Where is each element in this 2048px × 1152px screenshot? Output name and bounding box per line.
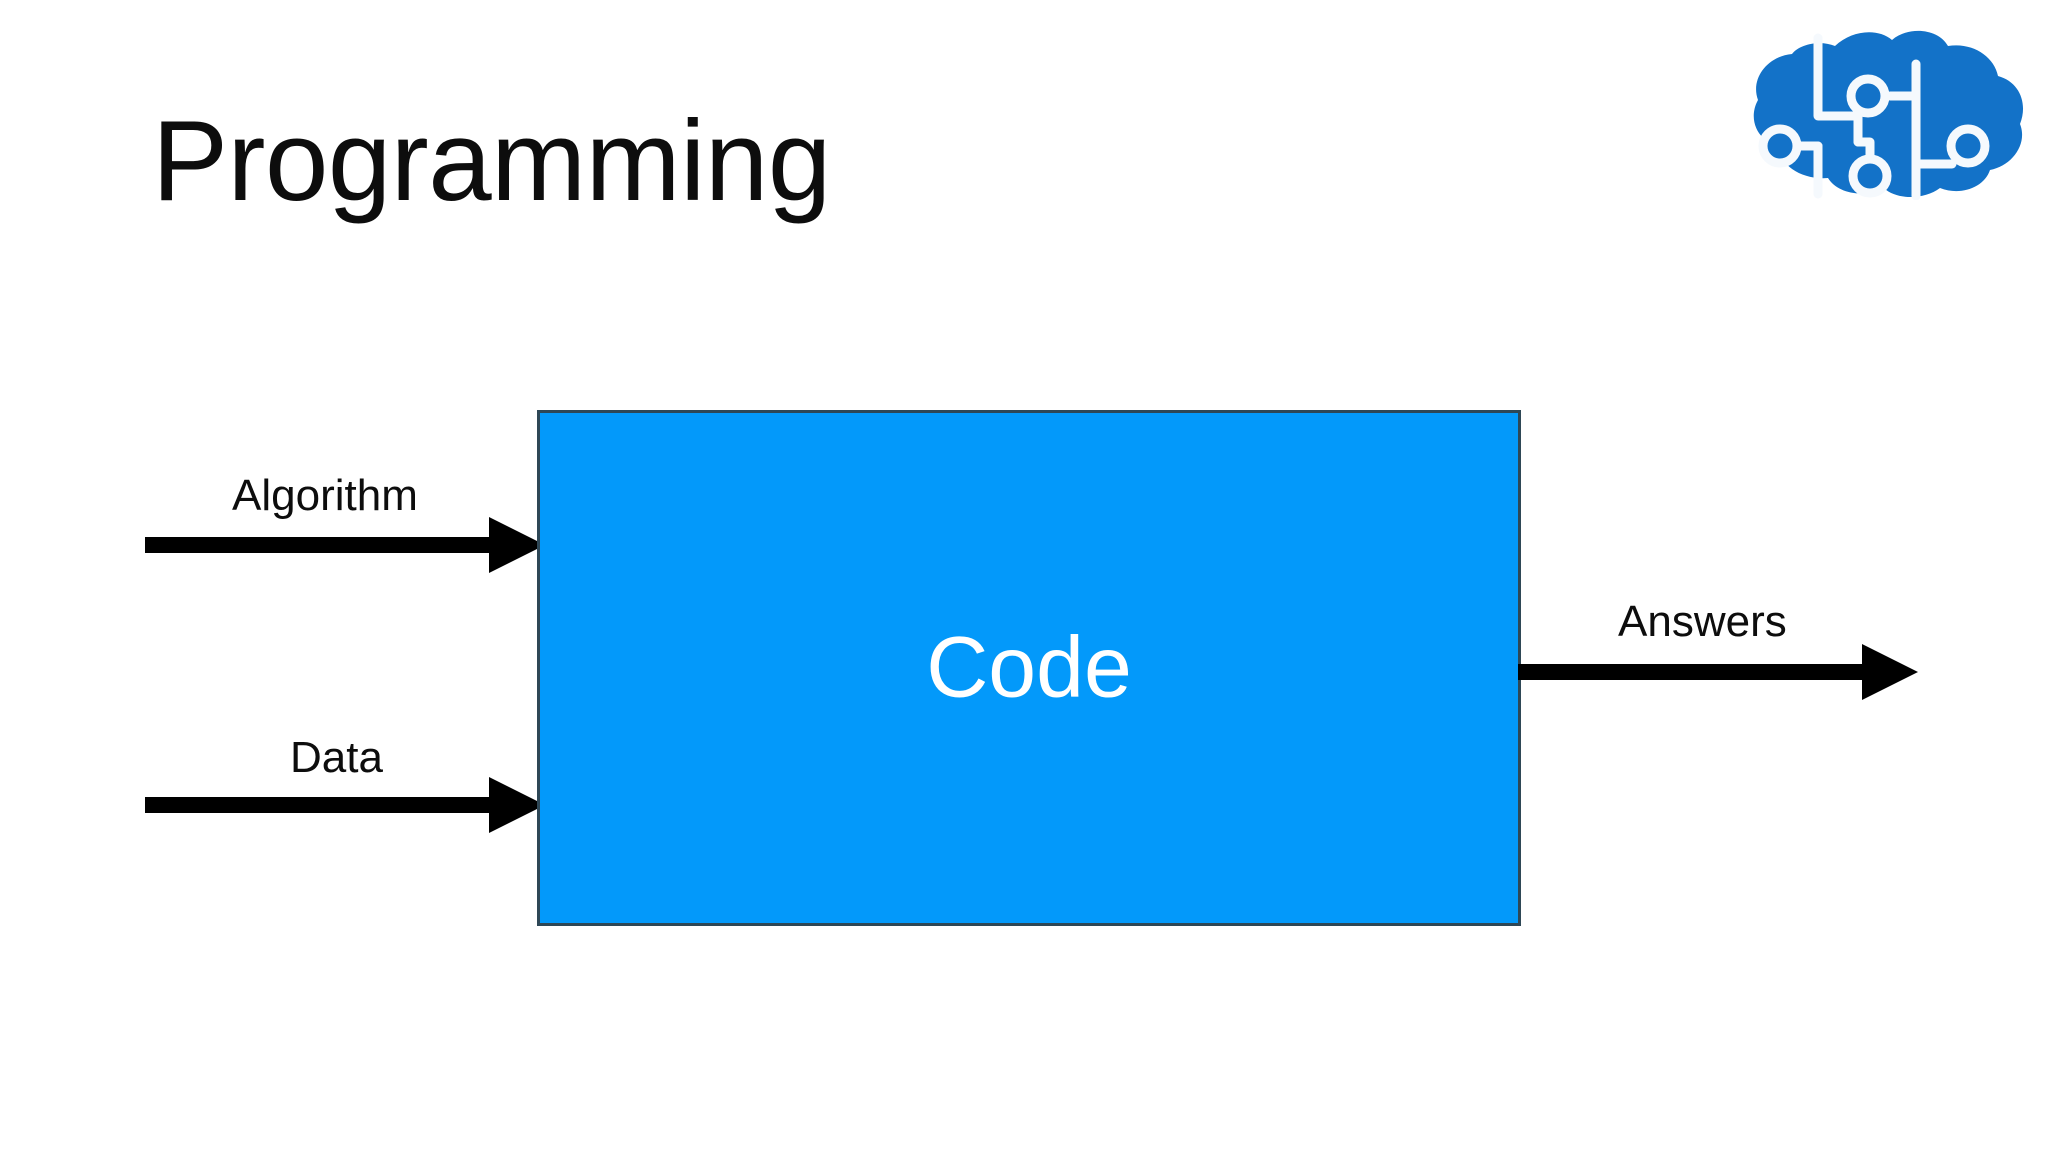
output-label-answers: Answers <box>1618 597 1787 646</box>
input-arrow-algorithm <box>145 515 545 575</box>
output-arrow-answers <box>1518 642 1918 702</box>
input-label-data: Data <box>290 733 383 782</box>
circuit-nodes <box>1758 74 1990 198</box>
process-block-code: Code <box>537 410 1521 926</box>
circuit-traces <box>1783 33 1957 200</box>
input-arrow-data <box>145 775 545 835</box>
input-label-algorithm: Algorithm <box>232 471 418 520</box>
process-block-label: Code <box>926 619 1132 716</box>
brain-circuit-icon <box>1740 24 2030 200</box>
circuit-node-right <box>1946 124 1990 168</box>
circuit-node-left <box>1758 124 1802 168</box>
circuit-node-bottom-center <box>1848 154 1892 198</box>
page-title: Programming <box>152 98 831 225</box>
circuit-node-top-center <box>1846 74 1890 118</box>
